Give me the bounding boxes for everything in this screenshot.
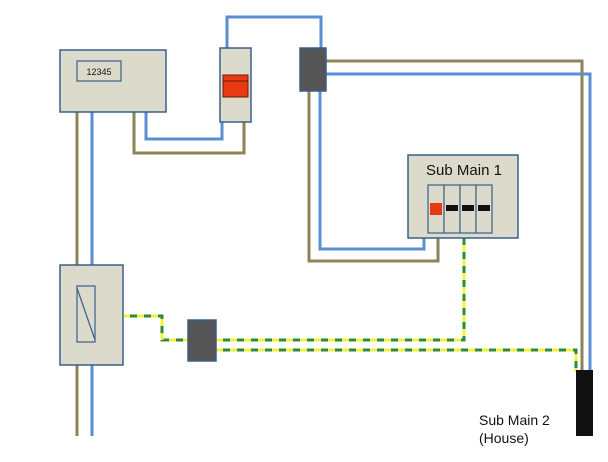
isolator-switch bbox=[59, 264, 124, 366]
junction-to-submain1-neutral bbox=[318, 91, 426, 251]
meter-display bbox=[76, 60, 122, 82]
breaker-toggle bbox=[462, 205, 474, 211]
junction-box-top bbox=[299, 47, 327, 92]
main-breaker bbox=[219, 47, 252, 123]
breaker-switch bbox=[222, 74, 249, 98]
wires bbox=[75, 15, 592, 436]
junction-to-submain1-live bbox=[307, 91, 440, 263]
meter-reading: 12345 bbox=[86, 67, 111, 77]
sub-main-1-breakers bbox=[427, 184, 493, 234]
breaker-toggle bbox=[478, 205, 490, 211]
sub-main-2-label: Sub Main 2 (House) bbox=[479, 412, 554, 446]
breaker-toggle bbox=[446, 205, 458, 211]
sub-main-1: Sub Main 1 bbox=[407, 154, 519, 239]
electricity-meter: 12345 bbox=[59, 49, 167, 113]
sub-main-1-label: Sub Main 1 bbox=[426, 162, 502, 179]
earth-to-submain2 bbox=[216, 348, 578, 372]
earth-to-submain1 bbox=[216, 238, 466, 342]
sub-main-2-box bbox=[576, 370, 593, 436]
junction-to-submain2-neutral bbox=[326, 72, 592, 372]
meter-to-breaker-live bbox=[132, 112, 246, 155]
earth-junction-box bbox=[187, 319, 217, 362]
earth-wires bbox=[123, 238, 578, 372]
breaker-to-junction-neutral bbox=[225, 15, 323, 48]
meter-to-breaker-neutral bbox=[144, 112, 224, 141]
breaker-toggle-red bbox=[430, 203, 442, 215]
junction-to-submain2-live bbox=[326, 59, 584, 372]
earth-to-earth-junction bbox=[123, 314, 190, 342]
